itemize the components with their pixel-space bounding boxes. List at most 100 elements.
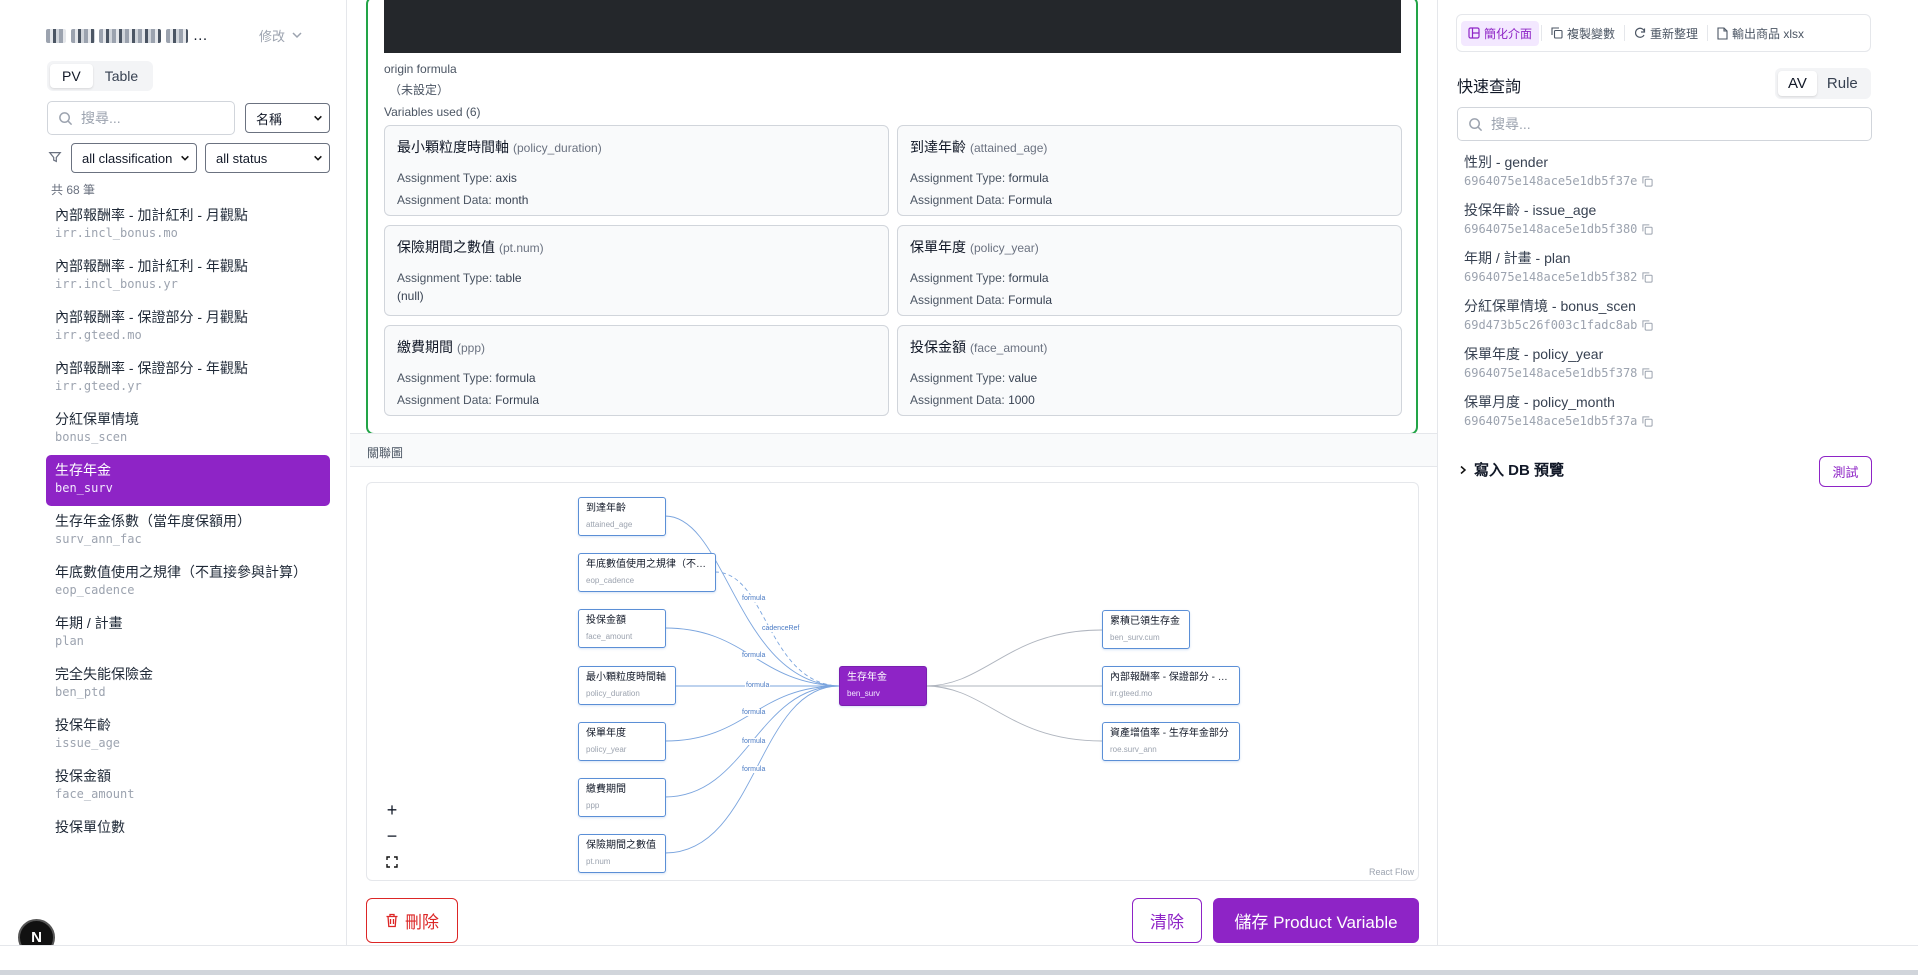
copy-icon[interactable] (1642, 271, 1653, 283)
relationship-graph[interactable]: formula cadenceRef formula formula formu… (366, 482, 1419, 881)
av-list-item[interactable]: 性別 - gender 6964075e148ace5e1db5f37e (1464, 153, 1864, 201)
relationship-graph-title: 關聯圖 (367, 446, 404, 460)
quick-query-tabs: AV Rule (1775, 68, 1871, 99)
clear-button[interactable]: 清除 (1132, 898, 1202, 943)
av-list-item[interactable]: 投保年齡 - issue_age 6964075e148ace5e1db5f38… (1464, 201, 1864, 249)
sidebar-tabs: PV Table (47, 61, 154, 91)
zoom-in-button[interactable]: + (381, 799, 403, 821)
copy-icon (1551, 27, 1563, 39)
refresh-icon (1635, 27, 1646, 38)
copy-icon[interactable] (1642, 175, 1653, 187)
graph-edge (664, 515, 840, 687)
copy-variable-button[interactable]: 複製變數 (1544, 21, 1622, 46)
refresh-button[interactable]: 重新整理 (1627, 21, 1705, 46)
tab-av[interactable]: AV (1778, 71, 1817, 96)
trash-icon (386, 913, 398, 928)
variables-used-label: Variables used (6) (384, 105, 481, 119)
pv-list-item[interactable]: 年底數值使用之規律（不直接參與計算）eop_cadence (55, 564, 307, 597)
copy-icon[interactable] (1642, 415, 1653, 427)
redacted-text (70, 28, 95, 43)
graph-node[interactable]: 年底數值使用之規律（不…eop_cadence (578, 553, 716, 592)
copy-icon[interactable] (1642, 367, 1653, 379)
variable-card[interactable]: 投保金額(face_amount) Assignment Type: value… (897, 325, 1402, 416)
zoom-out-button[interactable]: − (381, 825, 403, 847)
av-list-item[interactable]: 保單月度 - policy_month 6964075e148ace5e1db5… (1464, 393, 1864, 441)
sort-select[interactable]: 名稱 (245, 103, 330, 133)
classification-select[interactable]: all classification (71, 143, 197, 173)
project-selector[interactable]: … 修改 (46, 18, 316, 52)
export-xlsx-button[interactable]: 輸出商品 xlsx (1710, 21, 1811, 46)
file-icon (1717, 26, 1728, 40)
test-button[interactable]: 測試 (1819, 456, 1872, 487)
origin-formula-value: （未設定） (389, 83, 450, 97)
pv-search-box (47, 101, 235, 135)
graph-edge (924, 629, 1103, 687)
simplify-ui-button[interactable]: 簡化介面 (1461, 20, 1540, 46)
variable-card[interactable]: 繳費期間(ppp) Assignment Type: formula Assig… (384, 325, 889, 416)
horizontal-scrollbar[interactable] (0, 970, 1918, 975)
redacted-text (166, 28, 189, 43)
edit-project-button[interactable]: 修改 (259, 26, 303, 45)
chevron-right-icon (1460, 465, 1467, 474)
pv-list-item[interactable]: 投保單位數 (55, 819, 125, 834)
search-icon (59, 111, 73, 125)
pv-search-input[interactable] (81, 110, 221, 126)
av-list-item[interactable]: 分紅保單情境 - bonus_scen 69d473b5c26f003c1fad… (1464, 297, 1864, 345)
db-preview-toggle[interactable]: 寫入 DB 預覽 (1458, 459, 1564, 480)
chevron-down-icon (181, 155, 189, 161)
delete-button[interactable]: 刪除 (366, 898, 458, 943)
toolbar-divider (1541, 25, 1543, 41)
variable-card[interactable]: 保險期間之數值(pt.num) Assignment Type: table (… (384, 225, 889, 316)
edge-label: formula (741, 738, 767, 745)
pv-list-item[interactable]: 生存年金係數（當年度保額用）surv_ann_fac (55, 513, 251, 546)
quick-query-search-input[interactable] (1491, 116, 1851, 132)
fit-view-button[interactable] (381, 851, 403, 873)
edge-label: formula (741, 709, 767, 716)
av-list-item[interactable]: 保單年度 - policy_year 6964075e148ace5e1db5f… (1464, 345, 1864, 393)
edge-label: formula (741, 766, 767, 773)
chevron-down-icon (314, 155, 322, 161)
status-select[interactable]: all status (205, 143, 330, 173)
save-product-variable-button[interactable]: 儲存 Product Variable (1213, 898, 1419, 943)
variable-card[interactable]: 保單年度(policy_year) Assignment Type: formu… (897, 225, 1402, 316)
tab-rule[interactable]: Rule (1826, 75, 1858, 92)
right-toolbar: 簡化介面 複製變數 重新整理 輸出商品 xlsx (1456, 14, 1871, 52)
fullscreen-icon (386, 856, 398, 868)
redacted-text (46, 28, 66, 43)
copy-icon[interactable] (1642, 319, 1653, 331)
av-list-item[interactable]: 年期 / 計畫 - plan 6964075e148ace5e1db5f382 (1464, 249, 1864, 297)
search-icon (1469, 117, 1483, 131)
variable-card[interactable]: 到達年齡(attained_age) Assignment Type: form… (897, 125, 1402, 216)
tab-pv[interactable]: PV (50, 64, 93, 88)
copy-icon[interactable] (1642, 223, 1653, 235)
tab-table[interactable]: Table (104, 68, 139, 84)
formula-code-editor[interactable] (384, 0, 1401, 53)
graph-node[interactable]: 內部報酬率 - 保證部分 - …irr.gteed.mo (1102, 666, 1240, 705)
redacted-text (99, 28, 162, 43)
edge-label: formula (745, 682, 771, 689)
toolbar-divider (1624, 25, 1626, 41)
react-flow-attribution[interactable]: React Flow (1368, 867, 1414, 877)
variable-card[interactable]: 最小顆粒度時間軸(policy_duration) Assignment Typ… (384, 125, 889, 216)
edge-label: formula (741, 652, 767, 659)
